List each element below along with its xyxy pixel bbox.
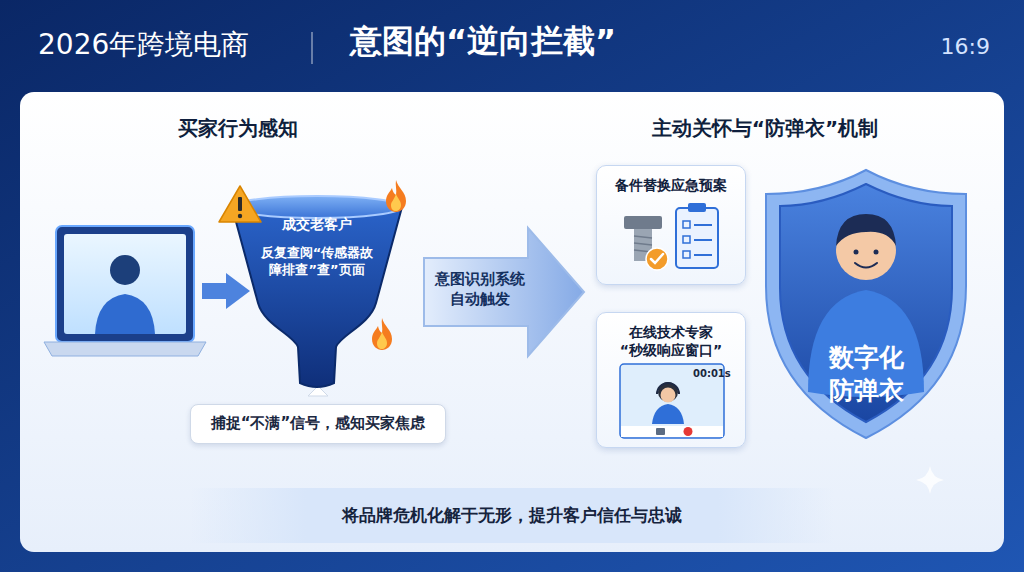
section-title: 主动关怀与“防弹衣”机制 — [652, 116, 878, 140]
card-title: 备件替换应急预案 — [615, 176, 727, 194]
laptop-illustration — [44, 226, 206, 356]
callout-text: 捕捉“不满”信号，感知买家焦虑 — [211, 414, 426, 434]
section-title: 买家行为感知 — [178, 116, 298, 140]
shield-shape: 数字化 防弹衣 — [760, 166, 972, 442]
checklist-icon — [676, 203, 718, 268]
input-arrow — [202, 273, 250, 309]
shield-person — [808, 214, 924, 397]
arrow-text: 意图识别系统 自动触发 — [424, 270, 536, 309]
summary-band: 将品牌危机化解于无形，提升客户信任与忠诚 — [190, 488, 834, 543]
intent-funnel: 成交老客户反复查阅“传感器故障排查”查”页面 — [230, 195, 404, 390]
trigger-arrow: 意图识别系统 自动触发 — [424, 228, 584, 356]
card-title: 在线技术专家 “秒级响应窗口” — [620, 323, 722, 359]
page-title: 意图的“逆向拦截” — [350, 22, 616, 60]
action-card: 备件替换应急预案 — [596, 165, 746, 285]
shield-text: 数字化 防弹衣 — [806, 342, 926, 407]
sparkle — [916, 466, 944, 494]
header-label: 2026年跨境电商 — [38, 28, 249, 62]
header-separator — [311, 32, 313, 64]
summary-text: 将品牌危机化解于无形，提升客户信任与忠诚 — [342, 504, 682, 526]
action-card: 在线技术专家 “秒级响应窗口” — [596, 312, 746, 448]
warning-icon — [219, 186, 261, 222]
fire-icon — [386, 180, 406, 212]
content-panel — [20, 92, 1004, 552]
funnel-text: 反复查阅“传感器故障排查”查”页面 — [255, 245, 379, 279]
spare-part-icon — [624, 216, 668, 270]
timer-label: 00:01s — [693, 368, 731, 380]
fire-icon — [372, 318, 392, 350]
funnel-text: 成交老客户 — [255, 215, 379, 233]
ratio-label: 16:9 — [941, 34, 990, 60]
callout-box: 捕捉“不满”信号，感知买家焦虑 — [190, 404, 446, 444]
